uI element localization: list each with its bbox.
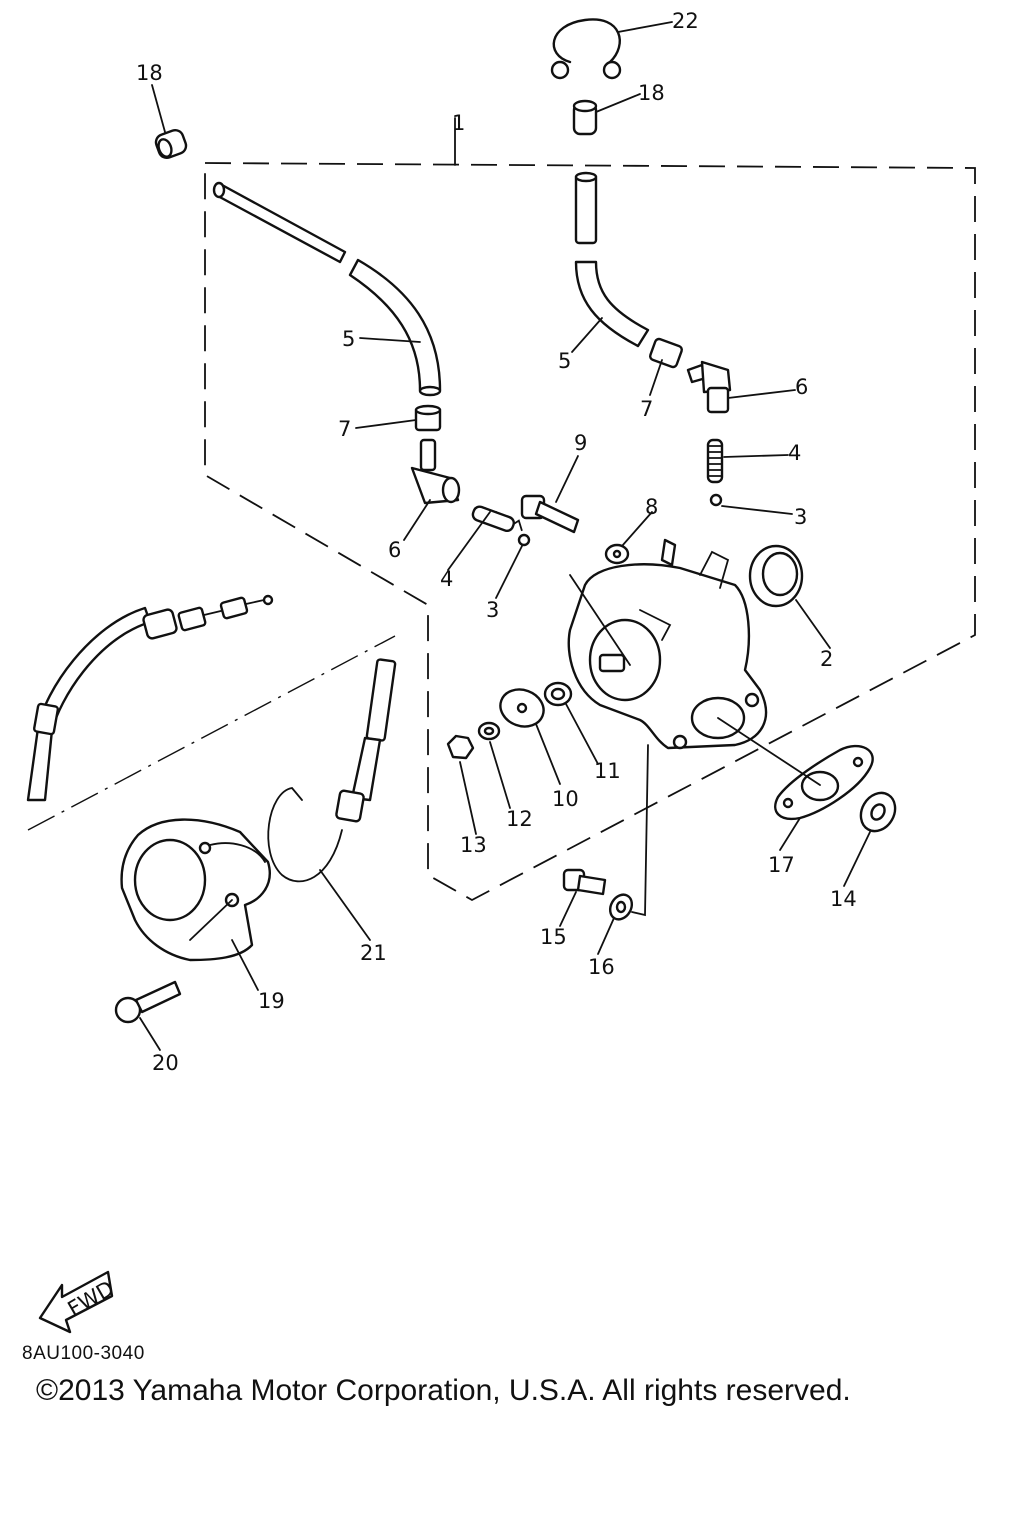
cover-leader xyxy=(189,899,233,941)
part-19-cover xyxy=(120,818,271,962)
cable-group-line xyxy=(27,635,396,831)
callout-15: 15 xyxy=(540,925,567,949)
callout-4-left: 4 xyxy=(440,567,453,591)
part-3-ball-right xyxy=(709,493,723,507)
callout-4-right: 4 xyxy=(788,441,801,465)
callout-11: 11 xyxy=(594,759,621,783)
part-2-oil-seal xyxy=(748,544,804,608)
part-11-washer xyxy=(543,681,573,707)
callout-13: 13 xyxy=(460,833,487,857)
callout-6-left: 6 xyxy=(388,538,401,562)
pump-leader xyxy=(631,744,649,917)
leader-lines xyxy=(139,21,871,1051)
callout-21: 21 xyxy=(360,941,387,965)
callout-7-left: 7 xyxy=(338,417,351,441)
part-20-bolt xyxy=(114,980,182,1024)
part-16-washer xyxy=(608,893,634,921)
callout-18-right: 18 xyxy=(638,81,665,105)
copyright-notice: ©2013 Yamaha Motor Corporation, U.S.A. A… xyxy=(36,1374,851,1407)
part-15-bolt xyxy=(562,868,607,896)
part-12-lock-washer xyxy=(477,721,501,741)
document-code: 8AU100-3040 xyxy=(22,1343,145,1364)
assembly-boundary xyxy=(204,162,976,902)
callout-3-right: 3 xyxy=(794,505,807,529)
part-4-spring-right xyxy=(706,438,724,484)
callout-12: 12 xyxy=(506,807,533,831)
callout-20: 20 xyxy=(152,1051,179,1075)
part-6-fitting-left xyxy=(410,438,461,505)
part-9-bolt xyxy=(520,494,580,534)
callout-5-right: 5 xyxy=(558,349,571,373)
part-7-sleeve-left xyxy=(414,404,442,432)
pump-leader-left xyxy=(569,574,631,666)
callout-8: 8 xyxy=(645,495,658,519)
fwd-arrow-icon: FWD xyxy=(38,1270,118,1334)
part-13-nut xyxy=(446,734,475,760)
callout-14: 14 xyxy=(830,887,857,911)
callout-18-left: 18 xyxy=(136,61,163,85)
part-21-cable xyxy=(267,658,397,883)
callout-1: 1 xyxy=(452,111,465,135)
callout-22: 22 xyxy=(672,9,699,33)
part-18-grommet-left xyxy=(154,128,188,160)
part-18-grommet-right xyxy=(572,99,598,136)
callout-5-left: 5 xyxy=(342,327,355,351)
callout-3-left: 3 xyxy=(486,598,499,622)
throttle-cable xyxy=(26,594,274,802)
callout-10: 10 xyxy=(552,787,579,811)
callout-17: 17 xyxy=(768,853,795,877)
callout-7-right: 7 xyxy=(640,397,653,421)
callout-9: 9 xyxy=(574,431,587,455)
callouts: 22 18 18 1 5 5 7 7 6 6 4 3 9 8 4 3 2 10 … xyxy=(136,9,857,1075)
callout-16: 16 xyxy=(588,955,615,979)
part-17-gasket xyxy=(774,744,874,821)
gasket-leader xyxy=(717,717,821,786)
part-22-clip xyxy=(550,18,622,80)
part-3-ball-left xyxy=(517,533,531,547)
callout-2: 2 xyxy=(820,647,833,671)
part-5-hose-left xyxy=(212,181,442,397)
oil-pump-body xyxy=(567,538,768,750)
callout-6-right: 6 xyxy=(795,375,808,399)
part-6-fitting-right xyxy=(686,360,732,414)
callout-19: 19 xyxy=(258,989,285,1013)
part-7-sleeve-right xyxy=(649,337,683,369)
part-5-hose-right xyxy=(574,171,650,348)
part-14-washer xyxy=(859,791,897,833)
part-4-spring-left xyxy=(471,505,523,533)
